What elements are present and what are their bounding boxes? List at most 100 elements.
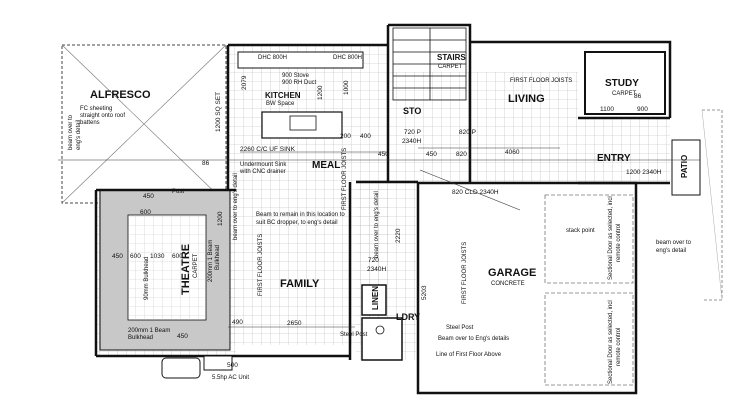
dim-490: 490: [232, 319, 243, 326]
label-stairs: STAIRS: [437, 53, 466, 62]
dim-1200c: 1200 2340H: [626, 169, 662, 176]
label-garage: GARAGE: [488, 267, 536, 279]
note-sectional-door-1: Sectional Door as selected, incl: [608, 196, 614, 280]
dim-1000: 1000: [343, 80, 350, 95]
dim-450e: 450: [426, 151, 437, 158]
note-beam-meal-1: beam over to eng's detail: [233, 173, 239, 240]
ac-and-bath: [161, 355, 233, 379]
label-study-sub: CARPET: [612, 91, 637, 97]
notes: FC sheeting straight onto roof battens b…: [68, 55, 692, 384]
label-alfresco: ALFRESCO: [90, 89, 151, 101]
patio-area: [671, 109, 723, 301]
walls: [94, 23, 672, 360]
note-alfresco-1: FC sheeting: [80, 106, 112, 112]
label-theatre-sub: CARPET: [193, 253, 199, 278]
note-ffj-meal: FIRST FLOOR JOISTS: [342, 148, 348, 210]
note-theatre-beam-right2: Bulkhead: [215, 245, 221, 270]
label-theatre: THEATRE: [180, 244, 192, 295]
note-alfresco-3: battens: [80, 120, 100, 126]
dim-86a: 86: [202, 160, 210, 167]
alfresco-area: [61, 44, 227, 204]
study-room: [584, 51, 666, 115]
dim-2340: 2340H: [402, 138, 421, 145]
label-kitchen: KITCHEN: [265, 91, 301, 100]
note-sectional-door-2: Sectional Door as selected, incl: [608, 300, 614, 384]
dim-600c: 600: [172, 253, 183, 260]
dim-2220: 2220: [395, 228, 402, 243]
dim-600a: 600: [140, 209, 151, 216]
label-study: STUDY: [605, 78, 639, 89]
note-theatre-beam-right: 200mm 1 Beam: [208, 240, 214, 282]
dim-1030: 1030: [150, 253, 165, 260]
dim-500: 500: [227, 362, 238, 369]
note-line-first-floor: Line of First Floor Above: [436, 352, 502, 358]
dim-5203: 5203: [421, 285, 428, 300]
dim-820c: 820 CLD 2340H: [452, 189, 499, 196]
note-ac-unit: 5.5hp AC Unit: [212, 375, 249, 381]
label-linen: LINEN: [371, 286, 380, 310]
note-theatre-bulk-bottom2: Bulkhead: [128, 335, 153, 341]
note-beam-remain-1: Beam to remain in this location to: [256, 212, 345, 218]
note-undermount-1: Undermount Sink: [240, 162, 287, 168]
note-theatre-bulk-top: 90mm Bulkhead: [144, 257, 150, 300]
note-steel-post: Steel Post: [446, 325, 474, 331]
note-beam-over-eng-2: eng's detail: [656, 248, 686, 254]
note-kitchen-2: 900 RH Duct: [282, 80, 317, 86]
label-stairs-sub: CARPET: [438, 64, 463, 70]
note-kitchen-dhc2: DHC 800H: [333, 55, 362, 61]
label-meal: MEAL: [312, 160, 340, 171]
note-beam-left-2: eng's detail: [76, 120, 82, 150]
note-steel-post-fam: Steel Post: [340, 332, 368, 338]
dim-86b: 86: [634, 93, 642, 100]
note-beam-eng-details: Beam over to Eng's details: [438, 336, 509, 342]
label-patio: PATIO: [680, 155, 689, 178]
dim-900: 900: [637, 106, 648, 113]
linen-laundry: [361, 284, 403, 361]
note-kitchen-dhc1: DHC 800H: [258, 55, 287, 61]
note-stack-point: stack point: [566, 228, 595, 234]
label-family: FAMILY: [280, 278, 320, 290]
dim-720: 720 P: [404, 129, 421, 136]
note-beam-over-eng: beam over to: [656, 240, 692, 246]
dim-720b: 720: [368, 257, 379, 264]
dimension-lines: [58, 147, 700, 328]
dim-450a: 450: [143, 193, 154, 200]
note-kitchen-3: BW Space: [266, 101, 295, 107]
stairs: [392, 27, 467, 101]
note-beam-remain-2: suit BC dropper, to eng's detail: [256, 220, 338, 226]
dim-1200v: 1200: [317, 85, 324, 100]
note-undermount-2: with CNC drainer: [239, 169, 286, 175]
label-ldry: LDRY: [396, 312, 420, 322]
label-sto: STO: [403, 106, 421, 116]
dim-200a: 200: [340, 133, 351, 140]
kitchen-bench: [237, 51, 364, 139]
note-kitchen-1: 900 Stove: [282, 73, 310, 79]
note-alfresco-2: straight onto roof: [80, 113, 125, 119]
dim-1200a: 1200: [217, 211, 224, 226]
dim-2260: 2260 C/C UF SINK: [240, 146, 296, 153]
note-sectional-door-2b: remote control: [616, 328, 622, 366]
dim-600b: 600: [130, 253, 141, 260]
dim-450c: 450: [177, 333, 188, 340]
dim-450d: 450: [378, 151, 389, 158]
dim-450b: 450: [112, 253, 123, 260]
label-garage-sub: CONCRETE: [491, 281, 525, 287]
label-living: LIVING: [508, 93, 545, 105]
theatre-room: [99, 189, 231, 351]
garage-room: [416, 181, 638, 395]
dim-400: 400: [360, 133, 371, 140]
dimensions: 2260 C/C UF SINK 86 86 1200 1200 SQ SET …: [112, 75, 662, 369]
dim-820b: 820 P: [459, 129, 476, 136]
dim-820a: 820: [456, 151, 467, 158]
note-beam-meal-2: beam over to eng's detail: [374, 191, 380, 258]
label-entry: ENTRY: [597, 153, 631, 164]
dim-2650: 2650: [287, 320, 302, 327]
dim-1100: 1100: [600, 106, 614, 113]
dim-2340b: 2340H: [367, 266, 386, 273]
note-ffj-living: FIRST FLOOR JOISTS: [510, 78, 572, 84]
note-theatre-bulk-bottom: 200mm 1 Beam: [128, 328, 170, 334]
note-post: Post: [172, 189, 184, 195]
note-ffj-family: FIRST FLOOR JOISTS: [258, 234, 264, 296]
note-ffj-garage: FIRST FLOOR JOISTS: [462, 242, 468, 304]
